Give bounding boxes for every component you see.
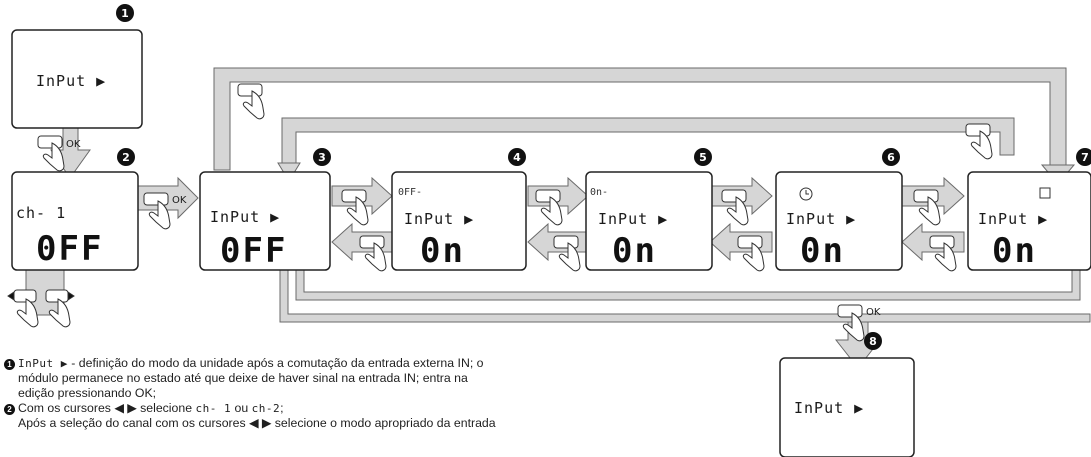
badge-step-2: 2 [117, 148, 135, 166]
channel-1-label: ch- 1 [195, 402, 232, 415]
note-2-or: ou [231, 401, 252, 415]
svg-text:0n: 0n [992, 231, 1037, 271]
svg-text:6: 6 [887, 151, 895, 164]
svg-text:InPut ▶: InPut ▶ [794, 399, 864, 417]
left-button-icon-d [929, 235, 957, 272]
right-button-icon-a [341, 189, 369, 226]
badge-step-4: 4 [508, 148, 526, 166]
svg-text:2: 2 [122, 151, 130, 164]
bottom-bracket-a [295, 269, 1081, 301]
badge-step-6: 6 [882, 148, 900, 166]
note-line-3: Após a seleção do canal com os cursores … [18, 416, 496, 430]
lcd-screen-4: 0FF- InPut ▶ 0n [391, 171, 527, 271]
left-button-icon-e [237, 83, 265, 120]
lcd-screen-3: InPut ▶ 0FF [199, 171, 331, 271]
svg-text:InPut ▶: InPut ▶ [36, 72, 106, 90]
svg-text:ch- 1: ch- 1 [16, 204, 66, 222]
ok-button-icon-1: OK [37, 135, 81, 172]
bullet-1: 1 [4, 359, 15, 370]
button-icons: OK OK OK [7, 83, 993, 342]
svg-text:0n-: 0n- [590, 187, 608, 198]
channel-2-label: ch-2 [251, 402, 281, 415]
right-button-icon-e [965, 123, 993, 160]
svg-text:OK: OK [66, 139, 81, 150]
right-button-icon-b [535, 189, 563, 226]
svg-text:OK: OK [866, 307, 881, 318]
lcd-screen-2: ch- 1 0FF [11, 171, 139, 271]
arrow-1-to-2 [50, 127, 91, 179]
svg-text:InPut ▶: InPut ▶ [210, 208, 280, 226]
ok-button-icon-2: OK [143, 192, 187, 230]
svg-text:1: 1 [121, 7, 129, 20]
input-symbol: InPut ▶ [18, 357, 68, 370]
clock-icon [799, 187, 813, 201]
left-button-icon-a [359, 235, 387, 272]
badge-step-5: 5 [694, 148, 712, 166]
note-1-text: - definição do modo da unidade após a co… [67, 356, 484, 370]
left-button-icon-b [553, 235, 581, 272]
note-line-1b: módulo permanece no estado até que deixe… [18, 371, 468, 385]
left-right-buttons-icon [7, 289, 75, 328]
lcd-screen-5: 0n- InPut ▶ 0n [585, 171, 713, 271]
lcd-screen-1: InPut ▶ [11, 29, 143, 129]
right-button-icon-d [913, 189, 941, 226]
svg-text:8: 8 [869, 335, 877, 348]
right-button-icon-c [721, 189, 749, 226]
svg-text:0FF: 0FF [36, 229, 103, 269]
ok-button-icon-3: OK [837, 304, 881, 342]
badge-step-8: 8 [864, 332, 882, 350]
svg-text:7: 7 [1081, 151, 1089, 164]
lcd-screen-7: InPut ▶ 0n [967, 171, 1091, 271]
lcd-screen-8: InPut ▶ [779, 357, 915, 457]
lcd-screen-6: InPut ▶ 0n [775, 171, 903, 271]
note-line-1c: edição pressionando OK; [18, 386, 157, 400]
svg-text:InPut ▶: InPut ▶ [598, 210, 668, 228]
left-button-icon-c [737, 235, 765, 272]
badge-step-3: 3 [313, 148, 331, 166]
svg-text:0n: 0n [800, 231, 845, 271]
step-badges: 1 2 3 4 5 6 7 8 [116, 4, 1091, 350]
badge-step-7: 7 [1076, 148, 1091, 166]
return-loop-outer [213, 67, 1067, 171]
svg-text:5: 5 [699, 151, 707, 164]
note-2-text: Com os cursores ◀ ▶ selecione [18, 401, 196, 415]
svg-text:3: 3 [318, 151, 326, 164]
svg-text:0n: 0n [420, 231, 465, 271]
svg-text:0FF-: 0FF- [398, 187, 422, 198]
svg-text:InPut ▶: InPut ▶ [978, 210, 1048, 228]
note-2-end: ; [280, 401, 284, 415]
svg-text:OK: OK [172, 195, 187, 206]
svg-text:InPut ▶: InPut ▶ [786, 210, 856, 228]
random-icon [1039, 187, 1051, 199]
bullet-2: 2 [4, 404, 15, 415]
arrow-to-8 [834, 321, 882, 369]
svg-text:4: 4 [513, 151, 521, 164]
svg-text:0n: 0n [612, 231, 657, 271]
svg-text:0FF: 0FF [220, 231, 287, 271]
forward-loop-inner [281, 117, 1015, 169]
svg-text:InPut ▶: InPut ▶ [404, 210, 474, 228]
badge-step-1: 1 [116, 4, 134, 22]
